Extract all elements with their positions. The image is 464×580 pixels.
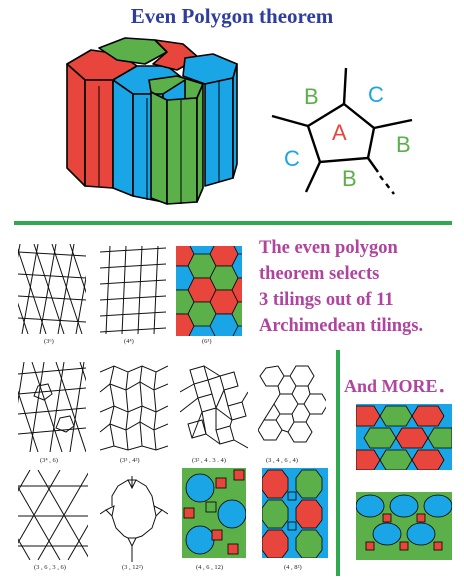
page-title: Even Polygon theorem bbox=[130, 4, 334, 28]
tiling-4-4 bbox=[100, 246, 166, 334]
caption-4-6-12: (4 , 6 , 12) bbox=[196, 564, 224, 571]
extra-tiling-1 bbox=[356, 404, 452, 470]
caption-3-6: (3⁶) bbox=[44, 338, 54, 345]
tiling-3-6-3-6 bbox=[18, 470, 88, 560]
tiling-3-6 bbox=[18, 244, 86, 334]
caption-3-2-4-3-4: (3² , 4 . 3 . 4) bbox=[192, 457, 226, 464]
horizontal-divider bbox=[14, 221, 452, 225]
tiling-4-8-2-colored bbox=[262, 468, 328, 558]
label-b-topleft: B bbox=[304, 84, 319, 109]
tiling-3-4-6 bbox=[18, 362, 86, 452]
prism-illustration bbox=[66, 37, 238, 205]
caption-6-3: (6³) bbox=[202, 338, 212, 345]
label-c-left: C bbox=[284, 146, 300, 171]
extra-tiling-2 bbox=[356, 492, 452, 560]
label-center-a: A bbox=[332, 120, 347, 145]
tiling-3-3-4-2 bbox=[100, 365, 168, 451]
caption-3-4-6-4: (3 , 4 , 6 , 4) bbox=[266, 457, 298, 464]
statement-line-1: The even polygon bbox=[259, 238, 398, 258]
caption-4-4: (4⁴) bbox=[124, 338, 134, 345]
statement-line-2: theorem selects bbox=[259, 264, 380, 284]
caption-3-6-3-6: (3 , 6 , 3 , 6) bbox=[34, 564, 66, 571]
caption-4-8-2: (4 , 8²) bbox=[284, 564, 302, 571]
tiling-3-4-6-4 bbox=[258, 365, 326, 443]
pentagon-vertex-diagram bbox=[271, 67, 413, 195]
caption-3-4-6: (3⁴ , 6) bbox=[40, 457, 58, 464]
label-b-right: B bbox=[396, 132, 411, 157]
tiling-3-2-4-3-4 bbox=[180, 365, 248, 449]
tiling-4-6-12-colored bbox=[182, 468, 246, 558]
more-label: And MORE． bbox=[344, 376, 456, 396]
tiling-3-12-2 bbox=[100, 476, 168, 562]
label-b-bottom: B bbox=[342, 166, 357, 191]
label-c-top: C bbox=[368, 82, 384, 107]
statement-line-4: Archimedean tilings. bbox=[259, 316, 424, 336]
vertical-divider bbox=[336, 350, 340, 576]
caption-3-12-2: (3 , 12²) bbox=[122, 564, 143, 571]
statement-line-3: 3 tilings out of 11 bbox=[259, 290, 394, 310]
caption-3-3-4-2: (3³ , 4²) bbox=[120, 457, 140, 464]
tiling-6-3-colored bbox=[176, 246, 242, 336]
